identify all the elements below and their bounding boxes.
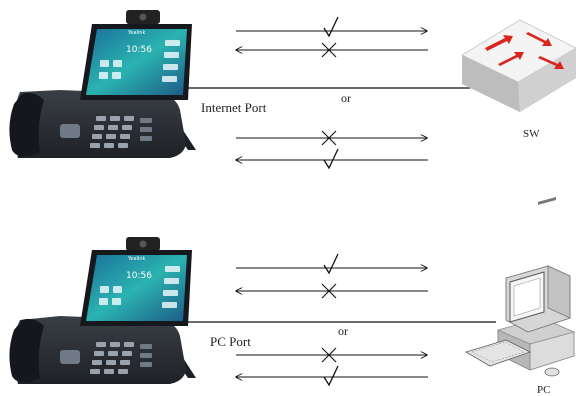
cross-mark: [321, 42, 337, 58]
check-mark: [323, 253, 339, 275]
port-label: PC Port: [210, 334, 251, 349]
check-mark: [323, 148, 339, 170]
ip-phone-icon: 10:56 Yealink: [9, 10, 196, 158]
check-mark: [323, 365, 339, 387]
phone-brand: Yealink: [127, 256, 145, 262]
phone-time: 10:56: [126, 45, 152, 55]
cross-mark: [321, 130, 337, 146]
cross-mark: [321, 283, 337, 299]
top-section: 10:56 Yealink Internet Port or: [9, 10, 576, 170]
phone-brand: Yealink: [127, 30, 145, 36]
desktop-computer-icon: [464, 197, 575, 377]
bottom-section: 10:56 Yealink PC Port or: [9, 197, 575, 396]
phone-time: 10:56: [126, 271, 152, 281]
device-label: PC: [537, 384, 550, 396]
device-label: SW: [523, 128, 540, 140]
port-label: Internet Port: [201, 100, 267, 115]
network-switch-icon: [461, 19, 576, 112]
ip-phone-icon: 10:56 Yealink: [9, 237, 196, 384]
or-label: or: [341, 91, 351, 105]
cross-mark: [321, 347, 337, 363]
or-label: or: [338, 324, 348, 338]
check-mark: [323, 16, 339, 38]
